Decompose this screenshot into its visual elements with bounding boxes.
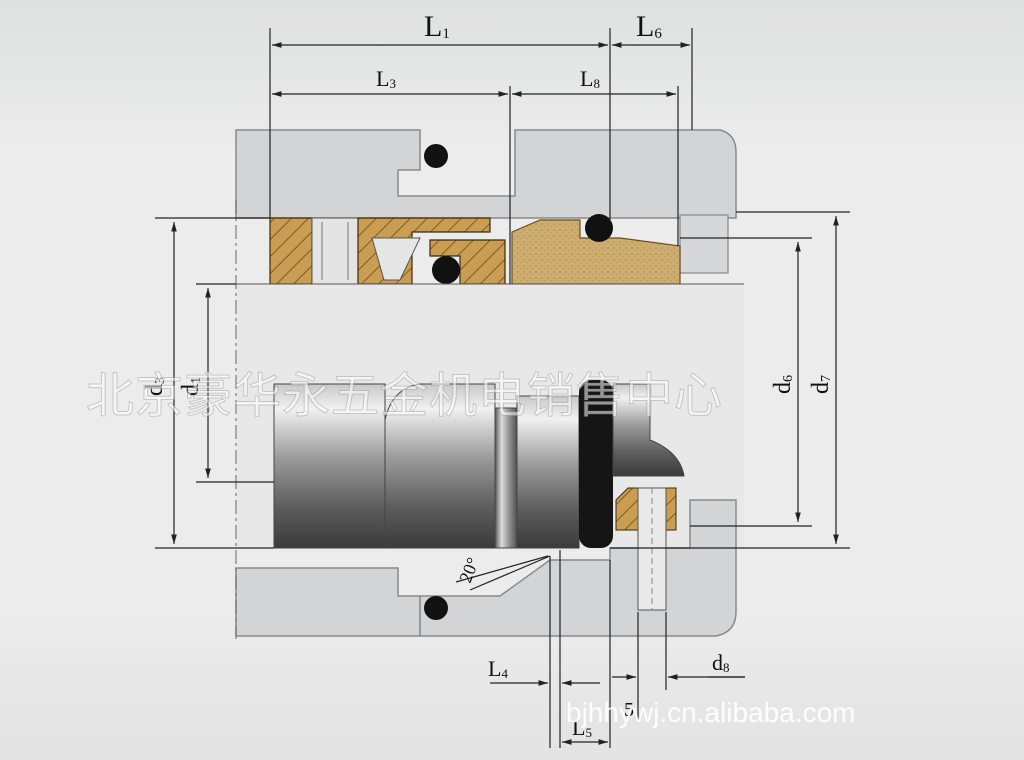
label-L6: L6: [636, 10, 662, 43]
label-d8: d8: [712, 650, 730, 675]
seal-ring-hatched: [269, 217, 313, 285]
watermark-url: bjhhywj.cn.alibaba.com: [566, 697, 856, 728]
label-d6: d6: [770, 375, 796, 394]
label-L8: L8: [580, 66, 600, 91]
shaft: [236, 283, 744, 549]
oring-icon-top: [585, 214, 613, 242]
label-L5-secondary: 5: [624, 699, 634, 721]
upper-housing: [235, 129, 737, 274]
oring-icon-housing: [424, 144, 448, 168]
label-d1: d1: [178, 377, 204, 396]
oring-icon-bottom: [424, 596, 448, 620]
dimension-lines: [155, 28, 850, 748]
oring-icon-mid: [432, 256, 460, 284]
label-L1: L1: [424, 10, 450, 43]
lower-housing: [235, 487, 737, 637]
watermark-chinese: 北京豪华永五金机电销售中心: [86, 368, 723, 424]
label-d7: d7: [808, 375, 834, 394]
label-L4: L4: [488, 656, 508, 681]
oring-icon-shaft: [579, 380, 613, 548]
label-L5: L5: [572, 715, 592, 740]
label-d3: d3: [142, 377, 168, 396]
set-screw-section: [311, 217, 359, 285]
seal-section-top: [269, 144, 681, 285]
label-L3: L3: [376, 66, 396, 91]
